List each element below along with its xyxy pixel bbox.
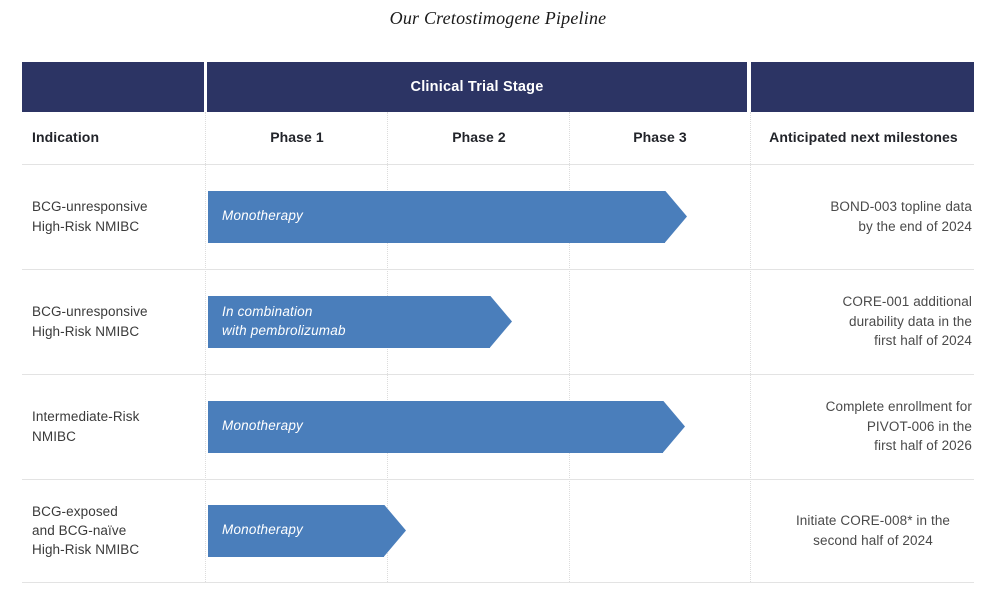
divider-phase3-milestones [750, 112, 751, 582]
column-header-phase3: Phase 3 [633, 129, 687, 146]
column-header-row: Indication Phase 1 Phase 2 Phase 3 Antic… [22, 112, 974, 165]
column-header-milestones: Anticipated next milestones [769, 129, 958, 146]
header-block-trial-stage: Clinical Trial Stage [207, 62, 747, 112]
pipeline-bar: Monotherapy [208, 400, 685, 453]
pipeline-bar: In combination with pembrolizumab [208, 295, 512, 348]
table-row: BCG-unresponsive High-Risk NMIBC In comb… [22, 269, 974, 375]
pipeline-table: Clinical Trial Stage Indication Phase 1 … [22, 62, 974, 583]
pipeline-bar-label: Monotherapy [222, 418, 303, 434]
milestone-cell: Complete enrollment for PIVOT-006 in the… [774, 374, 972, 479]
indication-label: BCG-unresponsive High-Risk NMIBC [32, 199, 148, 234]
header-block-milestones [751, 62, 974, 112]
header-block-indication [22, 62, 204, 112]
indication-label: BCG-exposed and BCG-naïve High-Risk NMIB… [32, 503, 140, 558]
header-trial-stage-label: Clinical Trial Stage [410, 79, 544, 95]
milestone-text: Initiate CORE-008* in the second half of… [795, 512, 951, 548]
table-row: BCG-unresponsive High-Risk NMIBC Monothe… [22, 164, 974, 270]
milestone-cell: Initiate CORE-008* in the second half of… [774, 479, 972, 582]
page-title: Our Cretostimogene Pipeline [389, 8, 607, 28]
divider-header-indication [205, 62, 206, 112]
divider-phase2-phase3 [569, 112, 570, 582]
milestone-cell: BOND-003 topline data by the end of 2024 [774, 164, 972, 269]
pipeline-bar: Monotherapy [208, 190, 687, 243]
table-header-band: Clinical Trial Stage [22, 62, 974, 112]
column-header-phase1: Phase 1 [270, 129, 324, 146]
pipeline-bar: Monotherapy [208, 504, 406, 557]
milestone-text: CORE-001 additional durability data in t… [842, 293, 972, 349]
indication-label: BCG-unresponsive High-Risk NMIBC [32, 304, 148, 339]
arrow-head-icon [665, 190, 687, 243]
table-row: BCG-exposed and BCG-naïve High-Risk NMIB… [22, 479, 974, 583]
table-row: Intermediate-Risk NMIBC Monotherapy Comp… [22, 374, 974, 480]
divider-header-milestones [748, 62, 749, 112]
pipeline-bar-label: In combination with pembrolizumab [222, 304, 346, 338]
column-header-indication: Indication [32, 129, 100, 146]
arrow-head-icon [490, 295, 512, 348]
pipeline-bar-label: Monotherapy [222, 208, 303, 224]
indication-label: Intermediate-Risk NMIBC [32, 409, 140, 444]
arrow-head-icon [663, 400, 685, 453]
milestone-text: BOND-003 topline data by the end of 2024 [830, 198, 972, 234]
milestone-text: Complete enrollment for PIVOT-006 in the… [825, 398, 972, 454]
divider-indication-phase1 [205, 112, 206, 582]
column-header-phase2: Phase 2 [452, 129, 506, 146]
pipeline-bar-label: Monotherapy [222, 522, 303, 538]
arrow-head-icon [384, 504, 406, 557]
milestone-cell: CORE-001 additional durability data in t… [774, 269, 972, 374]
